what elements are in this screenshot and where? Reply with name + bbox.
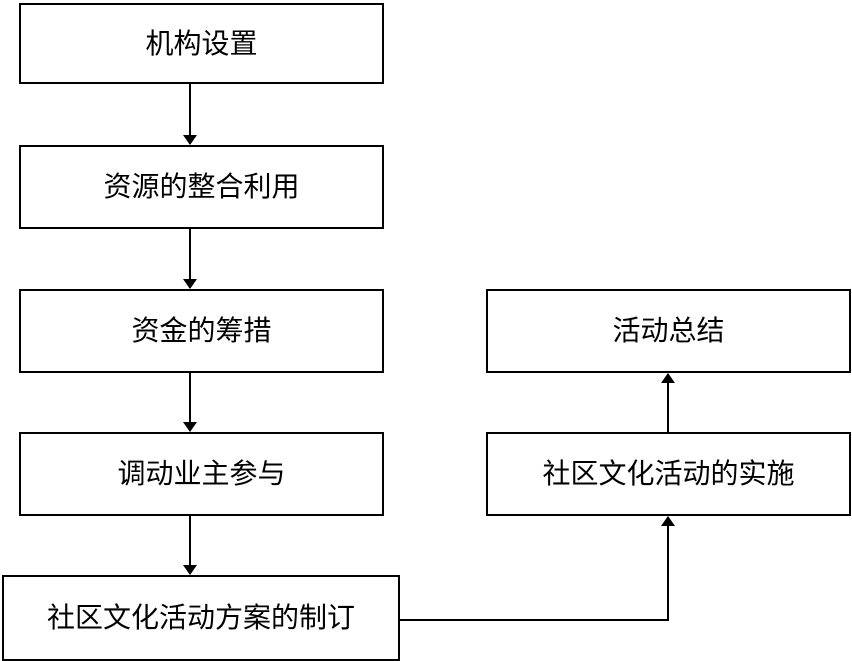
- arrow-5: [400, 516, 675, 621]
- step-label: 活动总结: [612, 314, 725, 347]
- step-label: 机构设置: [145, 26, 258, 60]
- step-label: 调动业主参与: [117, 457, 286, 490]
- step-box-activity-implementation: 社区文化活动的实施: [486, 432, 851, 516]
- step-box-activity-summary: 活动总结: [486, 289, 851, 373]
- step-label: 社区文化活动方案的制订: [46, 601, 355, 634]
- step-box-organization-setup: 机构设置: [19, 3, 384, 84]
- step-box-fundraising: 资金的筹措: [19, 289, 384, 373]
- step-box-owner-participation: 调动业主参与: [19, 432, 384, 516]
- step-box-resource-integration: 资源的整合利用: [19, 145, 384, 229]
- step-label: 社区文化活动的实施: [542, 457, 795, 490]
- step-label: 资金的筹措: [131, 314, 272, 347]
- step-box-plan-formulation: 社区文化活动方案的制订: [2, 575, 400, 661]
- step-label: 资源的整合利用: [103, 170, 300, 203]
